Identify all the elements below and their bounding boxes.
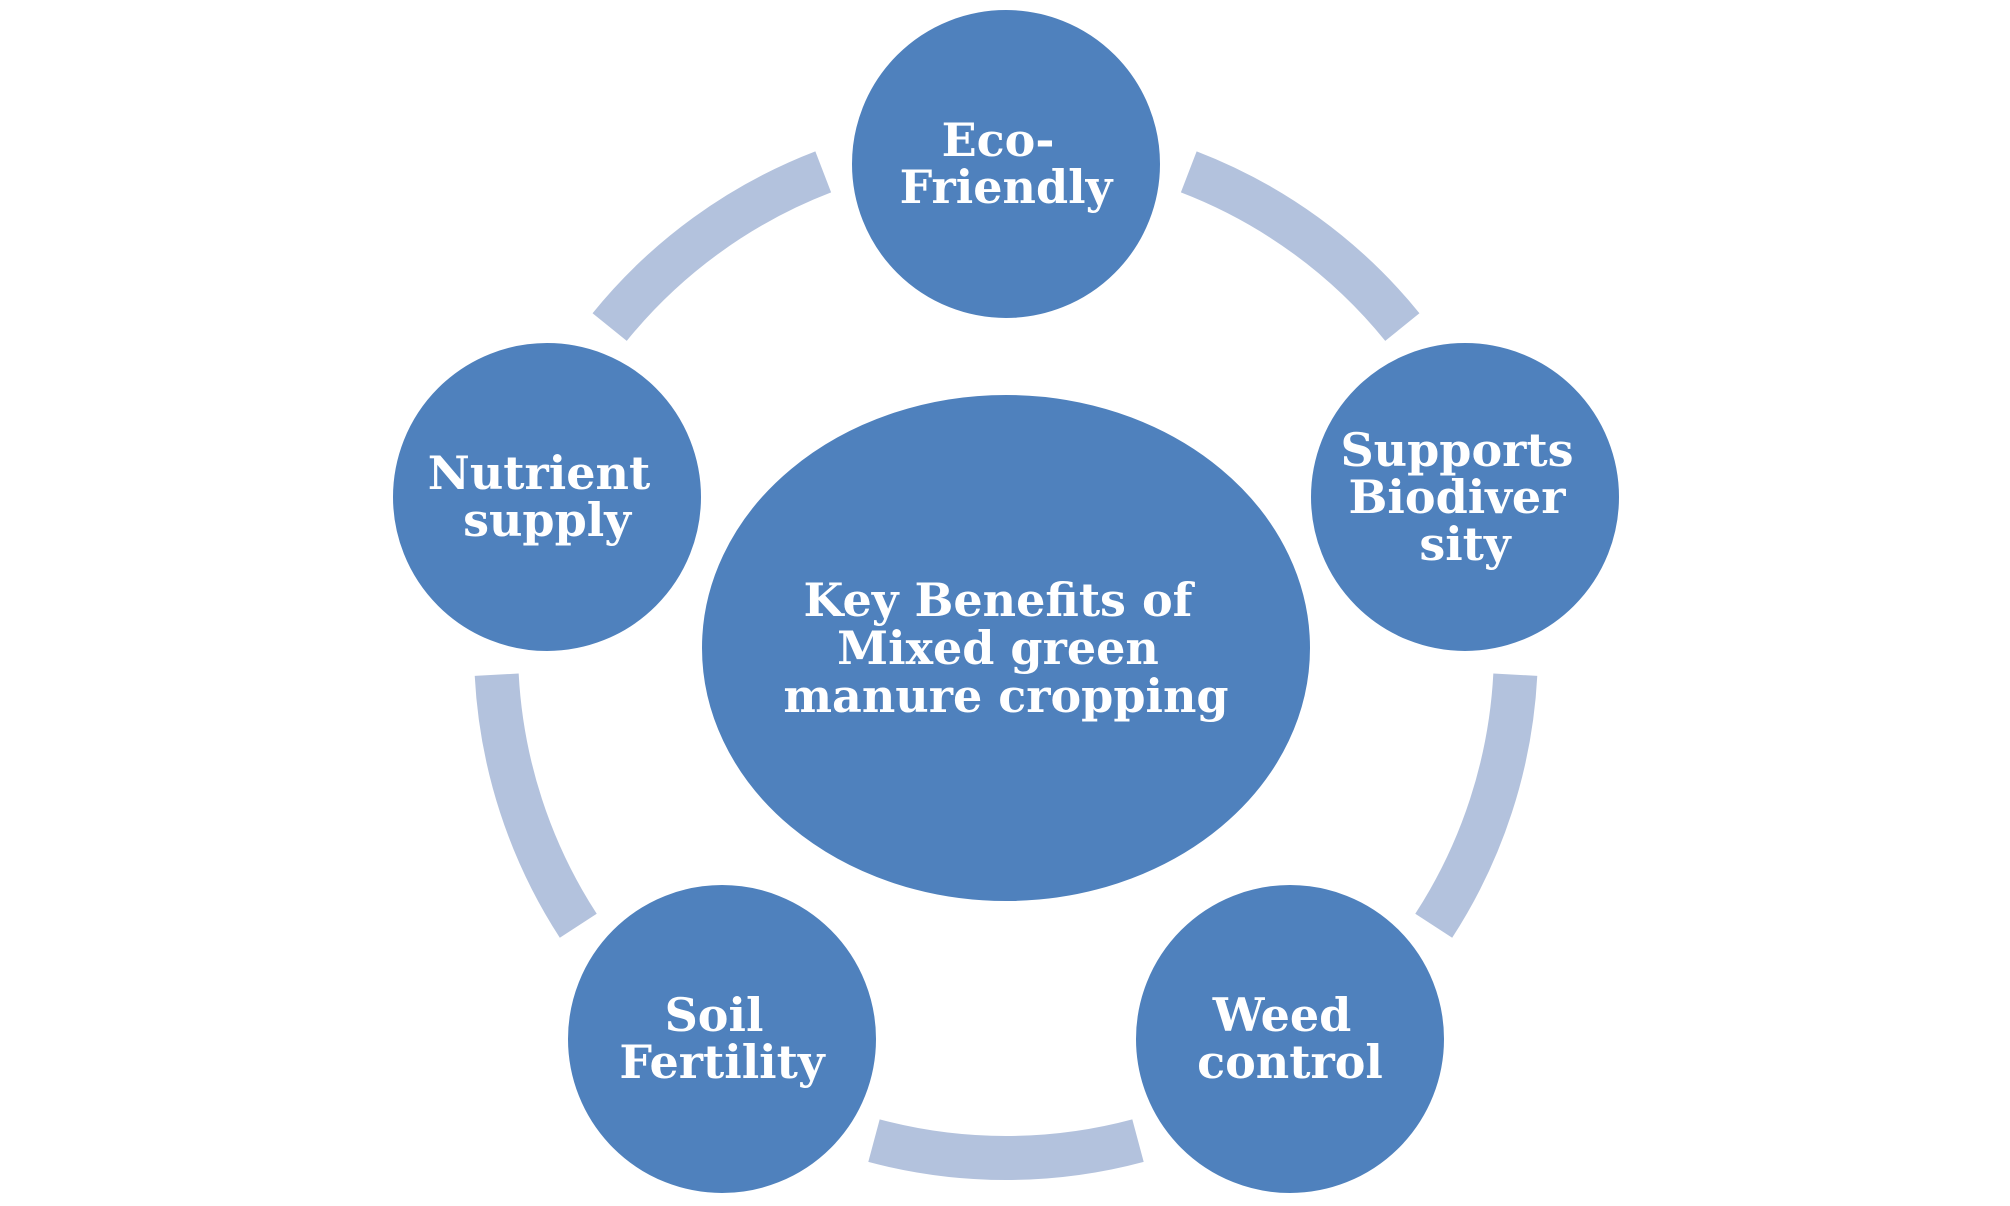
node-label-line: Friendly xyxy=(900,160,1114,214)
center-label-line: manure cropping xyxy=(783,669,1228,723)
node-label-line: Weed xyxy=(1212,988,1352,1042)
node-label: Nutrient supply xyxy=(428,446,666,547)
ring-arc-segment xyxy=(1415,673,1538,938)
node-circle xyxy=(564,881,880,1197)
node-weed-control: Weed control xyxy=(1132,881,1448,1197)
node-soil-fertility: Soil Fertility xyxy=(564,881,880,1197)
node-supports-biodiversity: Supports Biodiver sity xyxy=(1307,339,1623,655)
ring-arc-segment xyxy=(474,673,597,938)
node-label-line: supply xyxy=(463,493,632,547)
ring-arc-segment xyxy=(1180,151,1420,341)
node-label-line: Biodiver xyxy=(1349,470,1567,524)
node-label: Eco- Friendly xyxy=(900,113,1114,214)
node-label-line: control xyxy=(1197,1035,1383,1089)
node-circle xyxy=(1132,881,1448,1197)
cycle-ring xyxy=(474,151,1538,1180)
center-node: Key Benefits of Mixed green manure cropp… xyxy=(698,391,1314,905)
node-label-line: Nutrient xyxy=(428,446,651,500)
node-label-line: sity xyxy=(1419,517,1512,571)
ring-arc-segment xyxy=(868,1119,1144,1180)
node-label: Supports Biodiver sity xyxy=(1340,423,1589,571)
node-label-line: Fertility xyxy=(619,1035,826,1089)
node-circle xyxy=(1307,339,1623,655)
node-nutrient-supply: Nutrient supply xyxy=(389,339,705,655)
node-eco-friendly: Eco- Friendly xyxy=(848,6,1164,322)
node-circle xyxy=(389,339,705,655)
ring-arc-segment xyxy=(592,151,832,341)
node-label-line: Eco- xyxy=(942,113,1055,167)
node-label-line: Soil xyxy=(665,988,764,1042)
node-circle xyxy=(848,6,1164,322)
center-label-line: Mixed green xyxy=(837,621,1159,675)
node-label: Soil Fertility xyxy=(619,988,826,1089)
node-label: Weed control xyxy=(1197,988,1383,1089)
center-ellipse xyxy=(698,391,1314,905)
node-label-line: Supports xyxy=(1340,423,1573,477)
center-label: Key Benefits of Mixed green manure cropp… xyxy=(783,573,1228,723)
center-label-line: Key Benefits of xyxy=(804,573,1196,627)
